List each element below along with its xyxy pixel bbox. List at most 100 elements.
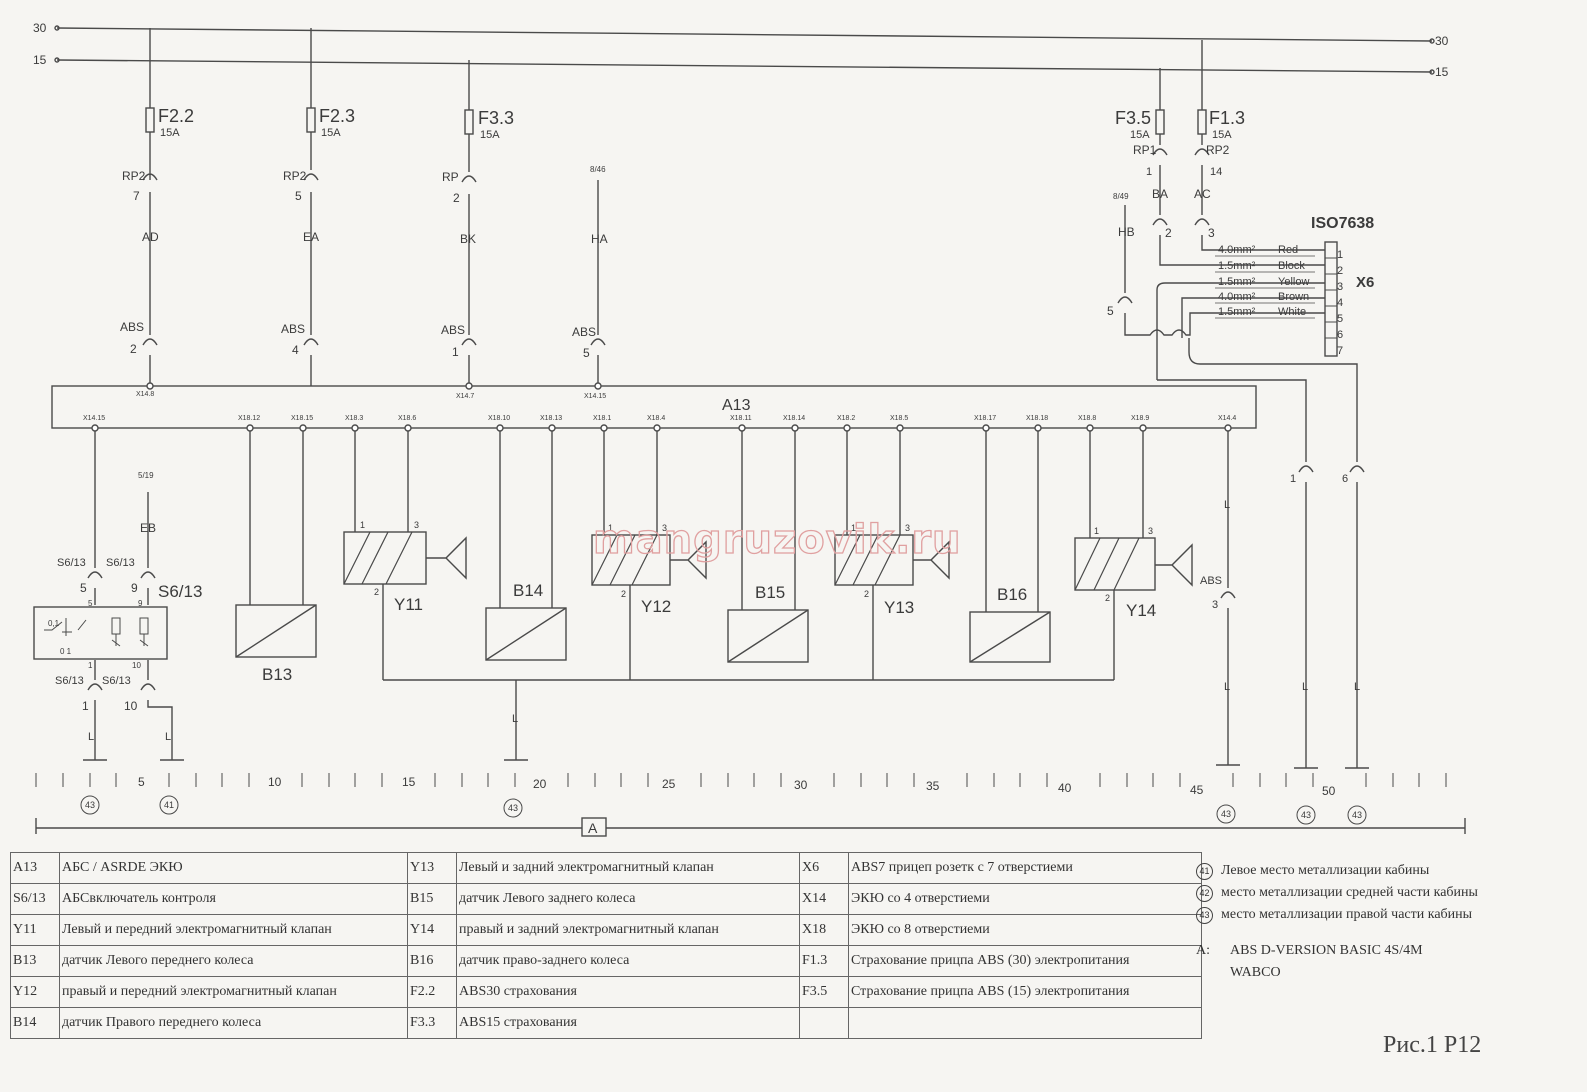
- note-module: A: ABS D-VERSION BASIC 4S/4M WABCO: [1196, 940, 1478, 984]
- ground-42-icon: 42: [1196, 884, 1213, 902]
- note-module-line1: ABS D-VERSION BASIC 4S/4M: [1230, 943, 1423, 958]
- y11-pin-2: 2: [374, 587, 379, 597]
- conn-abs-5-num: 5: [583, 346, 590, 360]
- conn-rp2-7-num: 7: [133, 189, 140, 203]
- socket-pin-1: 1: [1337, 249, 1343, 261]
- switch-pin-1: 1: [88, 661, 93, 670]
- switch-pos-0-1: 0 1: [60, 647, 72, 656]
- socket-pin-4: 4: [1337, 297, 1343, 309]
- ecu-pin-9: X18.4: [647, 415, 665, 422]
- socket-row-2-section: 1.5mm²: [1218, 260, 1256, 272]
- scale-30: 30: [794, 778, 808, 792]
- scale-35: 35: [926, 779, 940, 793]
- legend-code: X6: [799, 852, 849, 884]
- legend-code: B16: [407, 945, 457, 977]
- switch-pin-9: 9: [138, 599, 143, 608]
- legend-code: S6/13: [10, 883, 60, 915]
- conn-3-num: 3: [1208, 226, 1215, 240]
- wire-l-4: L: [1224, 499, 1230, 511]
- legend-code: [799, 1007, 849, 1039]
- ecu-pin-2: X18.12: [238, 415, 260, 422]
- note-ground-42-text: место металлизации средней части кабины: [1221, 885, 1478, 900]
- socket-row-1-section: 4.0mm²: [1218, 244, 1256, 256]
- legend-description: Левый и задний электромагнитный клапан: [456, 852, 800, 884]
- conn-rp2-14-label: RP2: [1206, 143, 1230, 157]
- conn-rp2-5-num: 5: [295, 189, 302, 203]
- ecu-pin-13: X18.5: [890, 415, 908, 422]
- scale-50: 50: [1322, 784, 1336, 798]
- socket-pin-3: 3: [1337, 281, 1343, 293]
- wire-eb: EB: [140, 521, 156, 535]
- wire-l-7: L: [1354, 681, 1360, 693]
- legend-code: Y12: [10, 976, 60, 1008]
- conn-rp1-num: 1: [1146, 166, 1152, 178]
- wire-ad: AD: [142, 230, 159, 244]
- wire-ba: BA: [1152, 187, 1168, 201]
- legend-code: Y11: [10, 914, 60, 946]
- conn-abs-2-label: ABS: [120, 320, 144, 334]
- fuse-f1-3-label: F1.3: [1209, 108, 1245, 128]
- wire-bk: BK: [460, 232, 476, 246]
- socket-standard: ISO7638: [1311, 215, 1374, 232]
- module-label: A: [588, 820, 598, 836]
- wire-hb: HB: [1118, 225, 1135, 239]
- ground-circle-5: 43: [1301, 810, 1311, 820]
- y14-pin-2: 2: [1105, 593, 1110, 603]
- ref-5-19: 5/19: [138, 471, 154, 480]
- ground-circle-3: 43: [508, 803, 518, 813]
- figure-label: Рис.1 Р12: [1383, 1032, 1482, 1058]
- rail-15-left: 15: [33, 53, 47, 67]
- legend-code: X14: [799, 883, 849, 915]
- conn-abs-3-num: 3: [1212, 599, 1218, 611]
- rail-30-left: 30: [33, 21, 47, 35]
- conn-abs-4-label: ABS: [281, 322, 305, 336]
- legend-description: датчик Правого переднего колеса: [59, 1007, 408, 1039]
- rail-15-right: 15: [1435, 65, 1449, 79]
- socket-row-5-section: 1.5mm²: [1218, 306, 1256, 318]
- conn-abs-5-label: ABS: [572, 325, 596, 339]
- conn-abs-2-num: 2: [130, 342, 137, 356]
- ecu-pin-7: X18.13: [540, 415, 562, 422]
- legend-description: ЭКЮ со 8 отверстиеми: [848, 914, 1202, 946]
- ecu-top-pin-2: X14.7: [456, 393, 474, 400]
- conn-2-num: 2: [1165, 226, 1172, 240]
- watermark: mangruzovik.ru: [593, 517, 962, 563]
- legend-description: правый и задний электромагнитный клапан: [456, 914, 800, 946]
- conn-rp1-label: RP1: [1133, 143, 1157, 157]
- legend-code: F3.5: [799, 976, 849, 1008]
- ecu-top-pin-1: X14.8: [136, 391, 154, 398]
- fuse-f3-5-rating: 15A: [1130, 129, 1150, 141]
- ground-circle-6: 43: [1352, 810, 1362, 820]
- note-ground-42: 42 место металлизации средней части каби…: [1196, 882, 1478, 904]
- legend-description: [848, 1007, 1202, 1039]
- note-ground-43: 43 место металлизации правой части кабин…: [1196, 904, 1478, 926]
- legend-description: Страхование прицпа ABS (30) электропитан…: [848, 945, 1202, 977]
- notes: 41 Левое место металлизации кабины 42 ме…: [1196, 860, 1478, 984]
- legend-code: F3.3: [407, 1007, 457, 1039]
- socket-pin-6: 6: [1337, 329, 1343, 341]
- wire-ea: EA: [303, 230, 319, 244]
- legend-code: F2.2: [407, 976, 457, 1008]
- valve-y12-label: Y12: [641, 597, 671, 616]
- wire-l-3: L: [512, 713, 518, 725]
- wire-l-5: L: [1224, 681, 1230, 693]
- wire-ha: HA: [591, 232, 608, 246]
- legend-code: B14: [10, 1007, 60, 1039]
- switch-name: S6/13: [158, 582, 202, 601]
- conn-rp-2-num: 2: [453, 191, 460, 205]
- valve-y14-label: Y14: [1126, 601, 1156, 620]
- socket-row-5-color: White: [1278, 306, 1306, 318]
- switch-conn-tr-label: S6/13: [106, 557, 135, 569]
- legend-code: X18: [799, 914, 849, 946]
- switch-conn-br-label: S6/13: [102, 675, 131, 687]
- socket-pin-7: 7: [1337, 345, 1343, 357]
- fuse-f3-3-rating: 15A: [480, 129, 500, 141]
- y14-pin-3: 3: [1148, 526, 1153, 536]
- rail-30-right: 30: [1435, 34, 1449, 48]
- conn-abs-3-label: ABS: [1200, 575, 1222, 587]
- ecu-pin-17: X18.9: [1131, 415, 1149, 422]
